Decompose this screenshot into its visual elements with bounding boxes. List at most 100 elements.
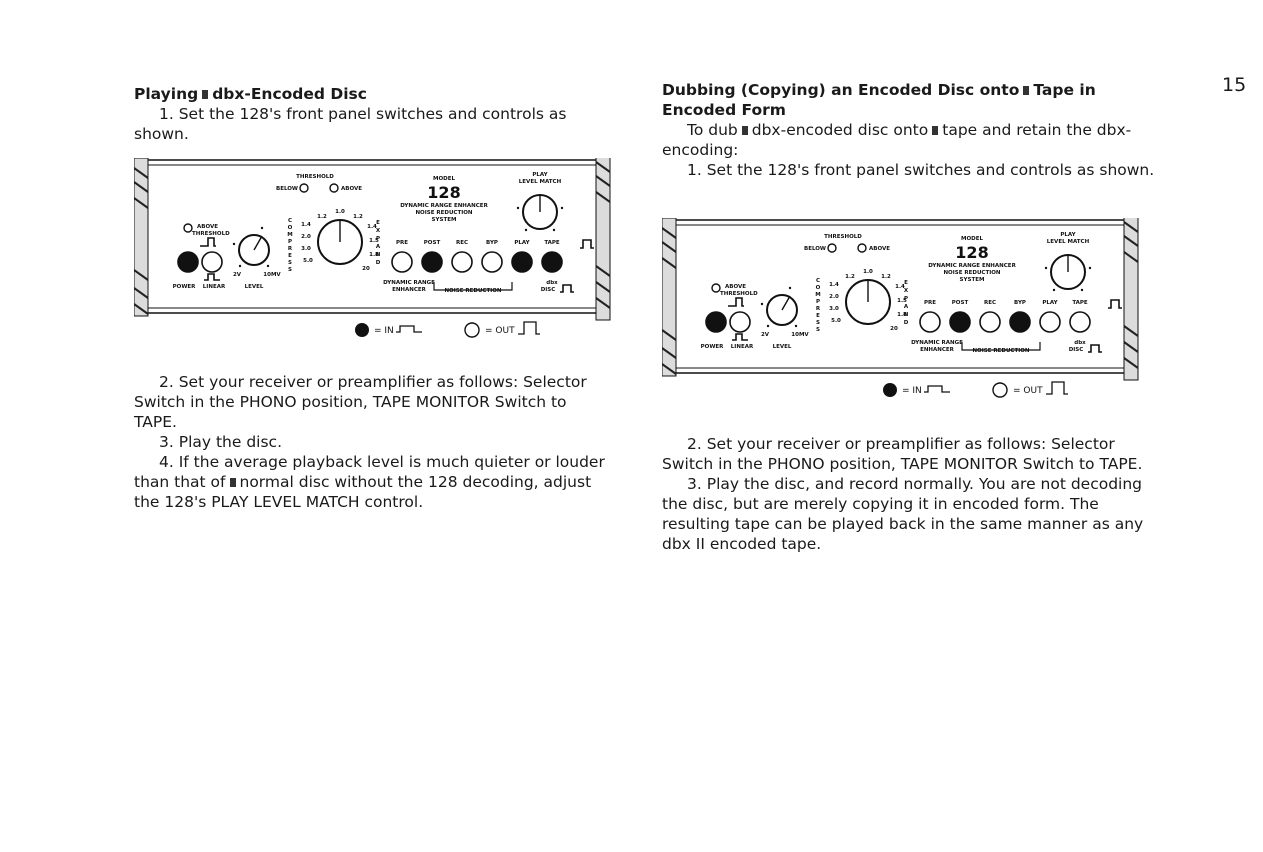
dial-ticks-left: 1.21.42.03.05.0 xyxy=(829,274,855,324)
level-match-label: LEVEL MATCH xyxy=(1047,239,1090,245)
left-step-2: 2. Set your receiver or preamplifier as … xyxy=(134,373,587,431)
legend-out-dot xyxy=(464,322,480,338)
dial-tick: 5.0 xyxy=(303,258,313,264)
linear-label: LINEAR xyxy=(203,284,226,290)
product-name-line3: SYSTEM xyxy=(960,277,985,283)
compress-letter: E xyxy=(816,313,820,319)
dial-tick: 1.5 xyxy=(897,298,907,304)
dre-label-2: ENHANCER xyxy=(392,287,427,293)
dial-tick: 1.2 xyxy=(881,274,891,280)
mode-label-rec: REC xyxy=(456,240,468,246)
legend-in-dot xyxy=(883,383,897,397)
mode-button-byp[interactable] xyxy=(1009,311,1031,333)
mode-button-tape[interactable] xyxy=(541,251,563,273)
model-label: MODEL xyxy=(961,236,983,242)
power-switch-icon xyxy=(204,273,220,281)
legend-out-label: = OUT xyxy=(1013,386,1043,396)
mode-button-play[interactable] xyxy=(511,251,533,273)
above-threshold-label-2: THRESHOLD xyxy=(192,231,230,237)
mode-label-play: PLAY xyxy=(1042,300,1058,306)
above-threshold-indicator xyxy=(711,283,721,293)
above-label: ABOVE xyxy=(341,186,362,192)
linear-button[interactable] xyxy=(201,251,223,273)
level-low-label: 2V xyxy=(761,332,770,338)
dial-tick: 20 xyxy=(362,266,370,272)
mode-button-post[interactable] xyxy=(949,311,971,333)
legend-out-label: = OUT xyxy=(485,326,515,336)
mode-button-play[interactable] xyxy=(1039,311,1061,333)
compress-letter: P xyxy=(288,239,292,245)
linear-switch-icon xyxy=(728,297,744,307)
legend-out-icon xyxy=(518,321,540,335)
left-step-4: 4. If the average playback level is much… xyxy=(134,453,605,511)
expand-letter: P xyxy=(376,236,380,242)
power-button[interactable] xyxy=(177,251,199,273)
level-high-label: 10MV xyxy=(263,272,281,278)
model-number: 128 xyxy=(955,243,988,262)
legend-in-icon xyxy=(396,325,422,333)
noise-reduction-bracket xyxy=(433,282,513,291)
compress-letter: C xyxy=(288,218,292,224)
dial-tick: 3.0 xyxy=(301,246,311,252)
above-threshold-label-1: ABOVE xyxy=(725,284,746,290)
mode-button-pre[interactable] xyxy=(391,251,413,273)
below-indicator xyxy=(299,183,309,193)
mode-button-post[interactable] xyxy=(421,251,443,273)
dial-tick: 1.5 xyxy=(369,238,379,244)
mode-label-pre: PRE xyxy=(396,240,408,246)
legend-in-label: = IN xyxy=(374,326,394,336)
dial-tick: 20 xyxy=(890,326,898,332)
tape-switch-icon xyxy=(580,239,594,249)
play-label: PLAY xyxy=(1060,232,1076,238)
dial-ticks-right: 1.21.41.51.820 xyxy=(881,274,907,332)
front-panel-diagram-dubbing: THRESHOLD BELOW ABOVE MODEL 128 DYNAMIC … xyxy=(662,218,1140,408)
left-step-1: 1. Set the 128's front panel switches an… xyxy=(134,105,567,143)
left-step-3: 3. Play the disc. xyxy=(159,433,283,451)
dbx-label: dbx xyxy=(546,280,558,286)
disc-switch-icon xyxy=(560,284,574,293)
mode-button-rec[interactable] xyxy=(979,311,1001,333)
dbx-square-icon xyxy=(932,126,939,135)
mode-button-tape[interactable] xyxy=(1069,311,1091,333)
mode-label-byp: BYP xyxy=(486,240,498,246)
disc-label: DISC xyxy=(541,287,556,293)
mode-button-rec[interactable] xyxy=(451,251,473,273)
mode-label-post: POST xyxy=(952,300,969,306)
dial-tick: 1.4 xyxy=(895,284,905,290)
right-steps: 2. Set your receiver or preamplifier as … xyxy=(662,434,1156,554)
above-indicator xyxy=(857,243,867,253)
level-match-label: LEVEL MATCH xyxy=(519,179,562,185)
power-button[interactable] xyxy=(705,311,727,333)
product-name-line2: NOISE REDUCTION xyxy=(943,270,1000,276)
compress-letter: O xyxy=(288,225,293,231)
above-indicator xyxy=(329,183,339,193)
compress-letter: S xyxy=(816,320,820,326)
mode-button-byp[interactable] xyxy=(481,251,503,273)
above-threshold-label-1: ABOVE xyxy=(197,224,218,230)
legend-in-dot xyxy=(355,323,369,337)
threshold-label: THRESHOLD xyxy=(296,174,334,180)
expand-letter: D xyxy=(904,320,909,326)
compress-letter: R xyxy=(288,246,293,252)
legend-out-dot xyxy=(992,382,1008,398)
dial-tick: 5.0 xyxy=(831,318,841,324)
compress-letter: E xyxy=(288,253,292,259)
mode-label-rec: REC xyxy=(984,300,996,306)
linear-switch-icon xyxy=(200,237,216,247)
expand-letter: D xyxy=(376,260,381,266)
right-step-1: 1. Set the 128's front panel switches an… xyxy=(687,161,1155,179)
product-name-line1: DYNAMIC RANGE ENHANCER xyxy=(928,263,1016,269)
dial-tick: 1.2 xyxy=(317,214,327,220)
above-threshold-label-2: THRESHOLD xyxy=(720,291,758,297)
linear-button[interactable] xyxy=(729,311,751,333)
mode-button-pre[interactable] xyxy=(919,311,941,333)
page-number: 15 xyxy=(1222,74,1247,96)
dial-ticks-right: 1.21.41.51.820 xyxy=(353,214,379,272)
